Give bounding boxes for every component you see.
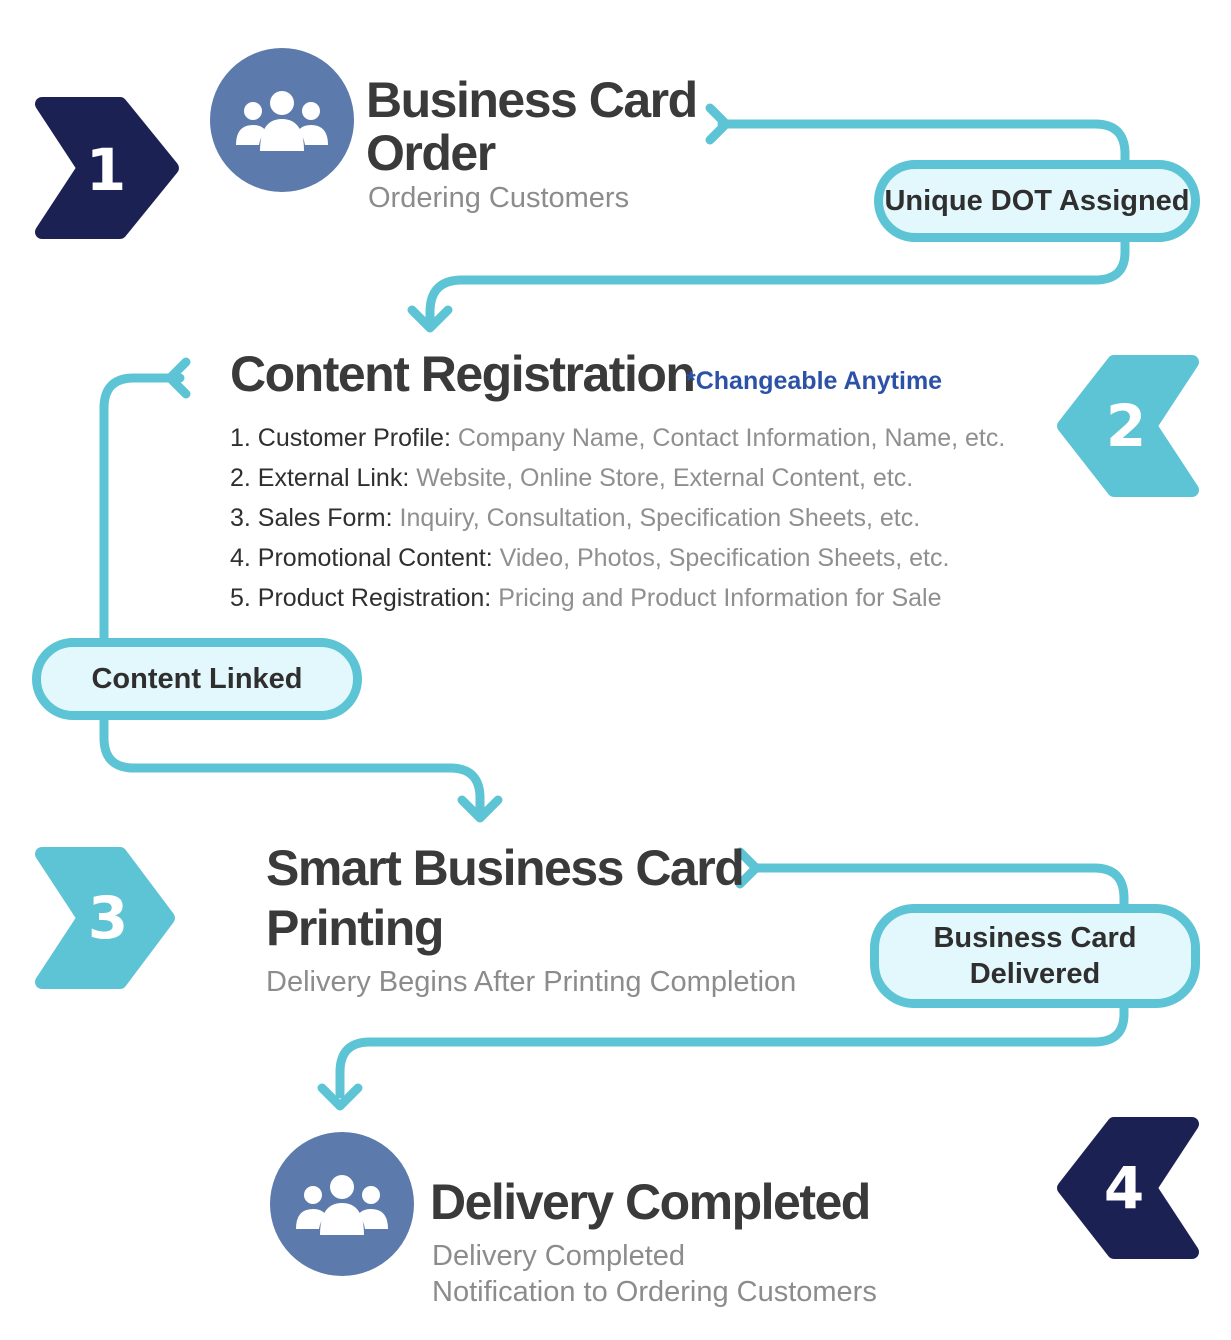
arrow-tail-2	[165, 357, 191, 399]
list-item: 2. External Link: Website, Online Store,…	[230, 464, 914, 492]
step-4-subtitle-line-1: Delivery Completed	[432, 1240, 686, 1272]
people-group-icon	[296, 1175, 388, 1235]
arrow-head-2	[457, 795, 503, 823]
step-1-subtitle: Ordering Customers	[368, 182, 630, 214]
connector-line-1	[717, 119, 1130, 175]
step-number-3: 3	[87, 884, 129, 952]
step-chevron-3	[35, 847, 175, 989]
list-item: 1. Customer Profile: Company Name, Conta…	[230, 424, 1006, 452]
people-group-icon	[236, 91, 328, 151]
arrow-tail-3	[735, 847, 761, 889]
connector-line-5	[749, 863, 1129, 915]
list-item: 4. Promotional Content: Video, Photos, S…	[230, 544, 950, 572]
customer-avatar	[210, 48, 354, 192]
customer-avatar	[270, 1132, 414, 1276]
step-2-title: Content Registration	[230, 346, 696, 402]
connector-line-6	[335, 997, 1129, 1099]
step-number-1: 1	[85, 136, 127, 204]
changeable-anytime-note: *Changeable Anytime	[686, 367, 943, 395]
step-chevron-4	[1057, 1117, 1199, 1259]
badge-line-2: Delivered	[969, 958, 1101, 990]
content-linked-badge: Content Linked	[32, 638, 362, 720]
step-4-title: Delivery Completed	[430, 1174, 871, 1230]
step-number-2: 2	[1105, 392, 1147, 460]
arrow-head-3	[317, 1083, 363, 1111]
step-1-title-line-2: Order	[366, 124, 496, 181]
unique-dot-assigned-badge: Unique DOT Assigned	[874, 160, 1200, 242]
connector-line-2	[425, 235, 1130, 325]
step-number-4: 4	[1103, 1154, 1145, 1222]
business-card-delivered-badge: Business Card Delivered	[870, 904, 1200, 1008]
step-1-title: Business Card Order	[366, 72, 698, 181]
list-item: 3. Sales Form: Inquiry, Consultation, Sp…	[230, 504, 921, 532]
list-item: 5. Product Registration: Pricing and Pro…	[230, 584, 942, 612]
connector-line-4	[99, 709, 485, 813]
step-4-subtitle-line-2: Notification to Ordering Customers	[432, 1276, 877, 1308]
step-chevron-2	[1057, 355, 1199, 497]
step-3-title-line-1: Smart Business Card	[266, 840, 745, 896]
step-3-subtitle: Delivery Begins After Printing Completio…	[266, 966, 797, 998]
content-items-list: 1. Customer Profile: Company Name, Conta…	[230, 418, 1005, 618]
connector-line-3	[99, 373, 185, 649]
step-1-title-line-1: Business Card	[366, 72, 698, 128]
step-3-title: Smart Business Card Printing	[266, 838, 745, 958]
step-chevron-1	[35, 97, 179, 239]
badge-line-1: Business Card	[933, 922, 1137, 954]
step-4-subtitle: Delivery Completed Notification to Order…	[432, 1238, 877, 1310]
step-3-title-line-2: Printing	[266, 900, 444, 956]
arrow-tail-1	[705, 103, 731, 145]
arrow-head-1	[407, 305, 453, 333]
